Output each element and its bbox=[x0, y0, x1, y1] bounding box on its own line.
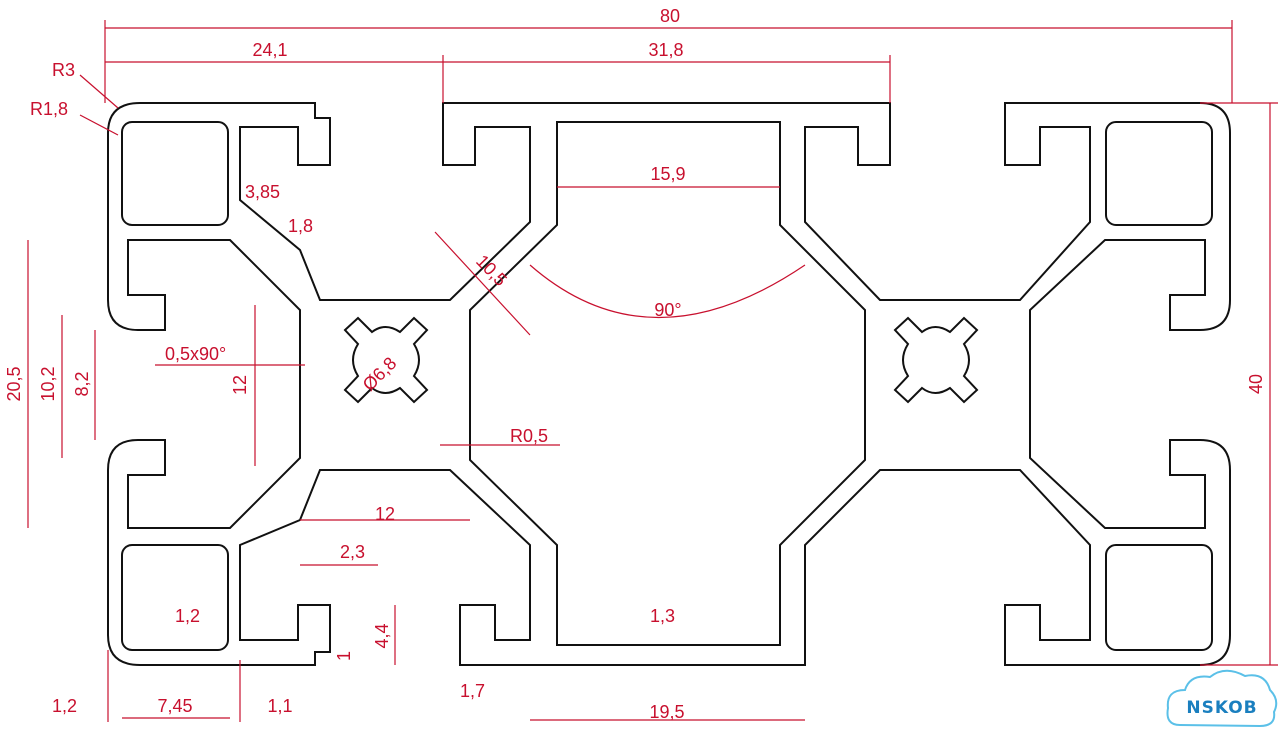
label-core-12-vertical: 12 bbox=[230, 375, 250, 395]
label-radius-small: R0,5 bbox=[510, 426, 548, 446]
label-core-12-horizontal: 12 bbox=[375, 504, 395, 524]
dimension-labels: 80 24,1 31,8 R3 R1,8 3,85 1,8 15,9 10,5 … bbox=[4, 6, 1266, 722]
label-bottom-11: 1,1 bbox=[267, 696, 292, 716]
logo-text: NSKOB bbox=[1186, 698, 1257, 718]
label-bottom-12: 1,2 bbox=[52, 696, 77, 716]
label-radius-inner: R1,8 bbox=[30, 99, 68, 119]
label-width-left: 24,1 bbox=[252, 40, 287, 60]
label-angle: 90° bbox=[654, 300, 681, 320]
label-bottom-195: 19,5 bbox=[649, 702, 684, 722]
profile-outline bbox=[107, 102, 1231, 666]
dimension-lines bbox=[27, 20, 1278, 722]
label-height-82: 8,2 bbox=[72, 371, 92, 396]
label-bottom-745: 7,45 bbox=[157, 696, 192, 716]
brand-logo: NSKOB bbox=[1166, 669, 1278, 728]
label-height-40: 40 bbox=[1246, 374, 1266, 394]
label-height-205: 20,5 bbox=[4, 366, 24, 401]
cloud-shape bbox=[1166, 669, 1278, 728]
label-height-102: 10,2 bbox=[38, 366, 58, 401]
label-wall-12: 1,2 bbox=[175, 606, 200, 626]
label-lip-1: 1 bbox=[334, 651, 354, 661]
label-chamfer: 0,5x90° bbox=[165, 344, 226, 364]
label-lip-23: 2,3 bbox=[340, 542, 365, 562]
label-wall-13: 1,3 bbox=[650, 606, 675, 626]
label-slot-neck: 3,85 bbox=[245, 182, 280, 202]
label-wall-web: 1,8 bbox=[288, 216, 313, 236]
label-lip-44: 4,4 bbox=[372, 623, 392, 648]
label-width-total: 80 bbox=[660, 6, 680, 26]
label-wall-17: 1,7 bbox=[460, 681, 485, 701]
label-center-slot: 15,9 bbox=[650, 164, 685, 184]
label-slot-width: 31,8 bbox=[648, 40, 683, 60]
label-radius-outer: R3 bbox=[52, 60, 75, 80]
